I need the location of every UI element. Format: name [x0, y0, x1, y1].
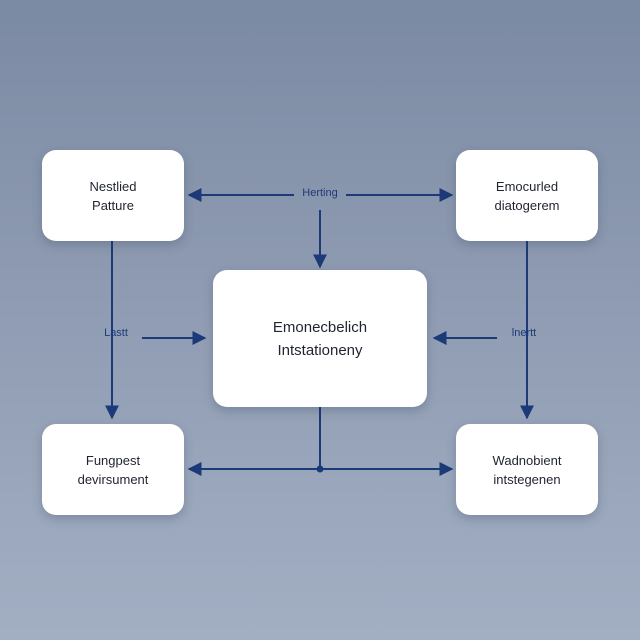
- node-top-left[interactable]: Nestlied Patture: [42, 150, 184, 241]
- node-top-right-line-2: diatogerem: [494, 197, 560, 213]
- node-bottom-right[interactable]: Wadnobient intstegenen: [456, 424, 598, 515]
- node-bottom-left-line-1: Fungpest: [85, 452, 141, 468]
- edge-label-right: lnertt: [511, 327, 537, 339]
- node-bottom-right-line-1: Wadnobient: [492, 452, 562, 468]
- node-center-line-2: Intstationeny: [277, 341, 363, 359]
- edge-label-top: Herting: [302, 187, 338, 199]
- node-bottom-right-line-2: intstegenen: [493, 471, 561, 487]
- edge-label-left: Lastt: [104, 327, 128, 339]
- node-top-right-line-1: Emocurled: [495, 178, 559, 194]
- node-top-left-line-2: Patture: [92, 197, 134, 213]
- node-center-line-1: Emonecbelich: [272, 318, 368, 336]
- node-bottom-left-line-2: devirsument: [77, 471, 149, 487]
- node-center[interactable]: Emonecbelich Intstationeny: [213, 270, 427, 407]
- node-bottom-left[interactable]: Fungpest devirsument: [42, 424, 184, 515]
- node-top-left-line-1: Nestlied: [89, 178, 137, 194]
- node-top-right[interactable]: Emocurled diatogerem: [456, 150, 598, 241]
